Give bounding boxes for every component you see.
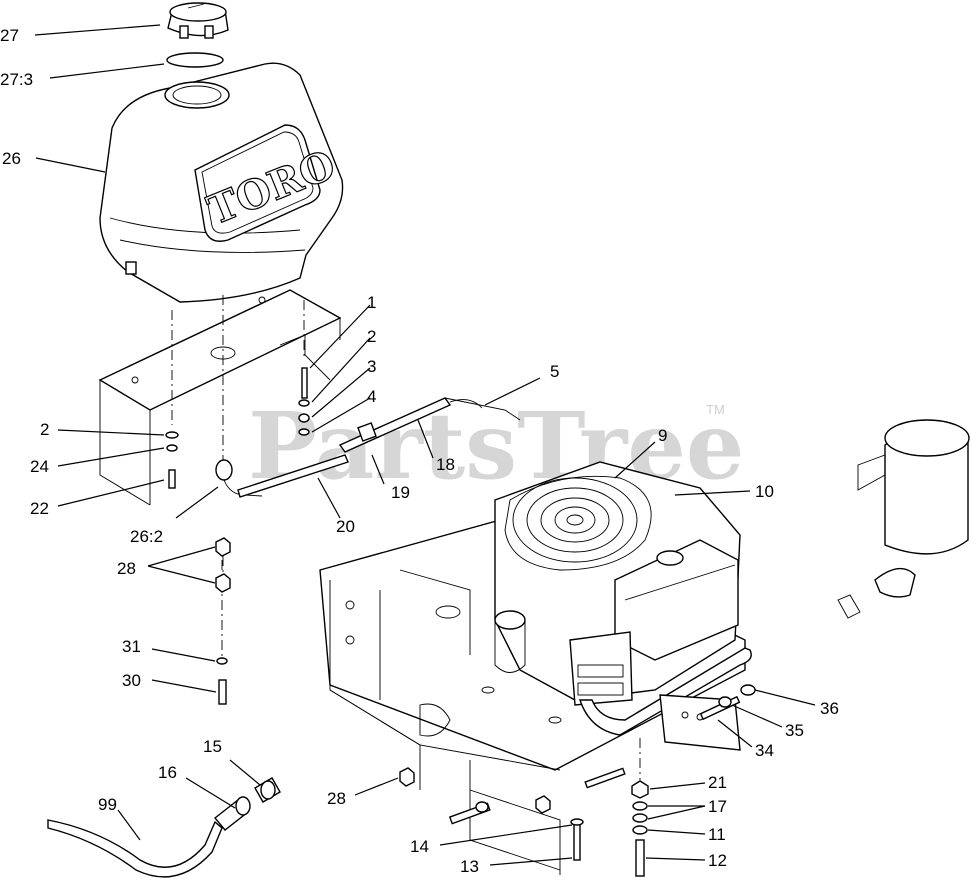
washer-31 [216,657,228,665]
callout-36: 36 [820,699,839,718]
callout-1: 1 [367,293,376,312]
callout-27: 27 [0,26,19,45]
callout-99: 99 [98,795,117,814]
callout-26: 26 [2,149,21,168]
fuel-tank: TORO [99,62,344,303]
callout-18: 18 [436,455,455,474]
callout-10: 10 [755,482,774,501]
callout-34: 34 [755,741,774,760]
callout-3: 3 [367,357,376,376]
callout-27-3: 27:3 [0,70,33,89]
callout-15: 15 [203,737,222,756]
nuts-28 [215,537,231,593]
callout-9: 9 [658,426,667,445]
frame-plate [98,289,342,506]
callout-20: 20 [336,517,355,536]
callout-26-2: 26:2 [130,527,163,546]
left-hardware [165,431,179,489]
callout-35: 35 [785,721,804,740]
callout-30: 30 [122,671,141,690]
callout-17: 17 [708,797,727,816]
watermark-tm: TM [706,402,725,417]
muffler [837,419,970,619]
hardware-stack [298,367,310,436]
fuel-cap [167,2,229,39]
bolts-lower [399,767,626,861]
callout-14: 14 [410,837,429,856]
leader-lines [34,24,816,866]
fuel-fitting [215,454,349,498]
fuel-hose-99 [47,777,281,878]
right-hardware [659,684,756,751]
callout-12: 12 [708,851,727,870]
callout-13: 13 [460,857,479,876]
callout-2: 2 [367,327,376,346]
cap-gasket [166,52,224,68]
callout-28: 28 [117,559,136,578]
callout-22: 22 [30,499,49,518]
fuel-hose [338,397,521,453]
callout-5: 5 [550,362,559,381]
bottom-hardware [631,738,649,877]
callout-21: 21 [708,773,727,792]
callout-24: 24 [30,457,49,476]
callout-16: 16 [158,763,177,782]
callout-labels: 27 27:3 26 1 2 3 4 5 2 24 22 26:2 18 19 … [0,26,839,876]
callout-31: 31 [122,637,141,656]
callout-4: 4 [367,387,376,406]
bolt-30 [218,679,227,705]
engine [494,461,752,736]
callout-2-left: 2 [40,420,49,439]
callout-19: 19 [391,483,410,502]
callout-28-lower: 28 [327,789,346,808]
callout-11: 11 [708,825,726,844]
